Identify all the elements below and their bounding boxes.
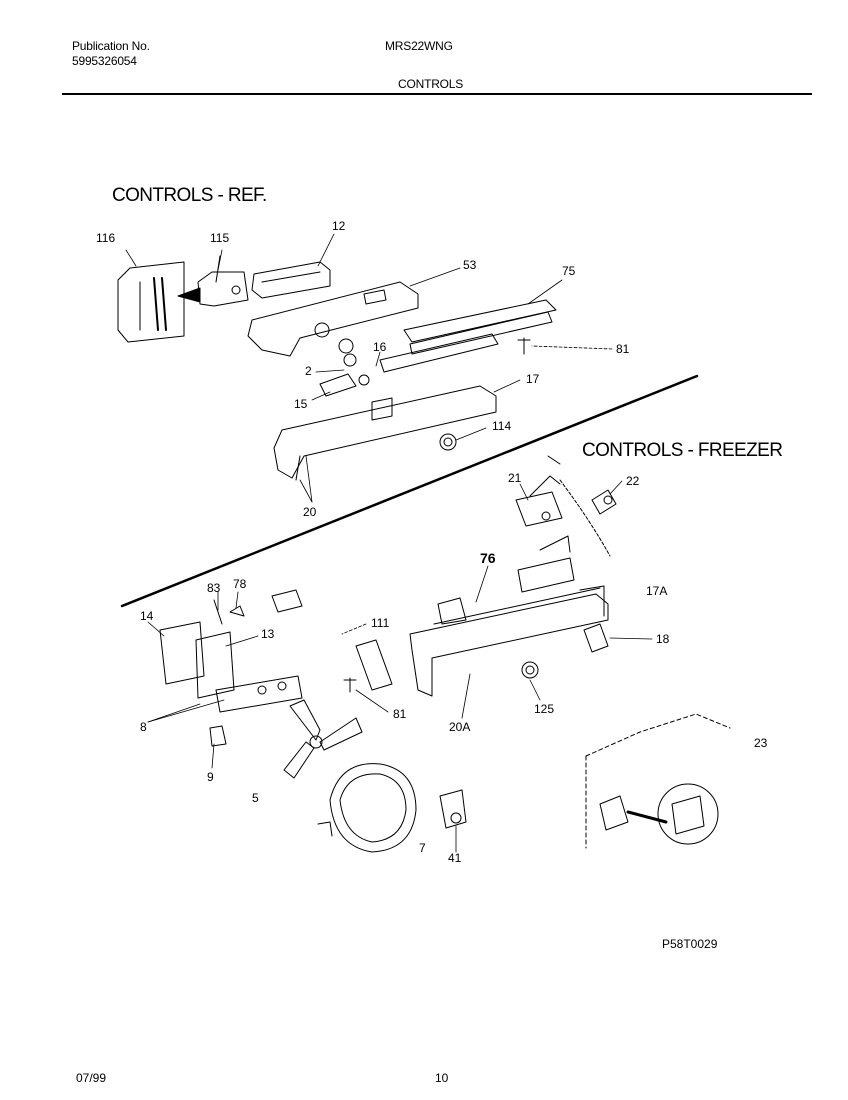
part-111-cover [271,589,303,613]
controls-ref-title: CONTROLS - REF. [112,185,267,206]
part-18-switch [583,623,609,653]
callout-83: 83 [207,581,221,595]
callout-23: 23 [754,736,768,750]
callout-114: 114 [492,419,511,433]
callout-81-freezer: 81 [393,707,407,721]
callout-13: 13 [261,627,275,641]
part-76-bracket [517,535,575,593]
callout-2: 2 [305,364,312,378]
part-17-main-housing [273,385,497,481]
part-81-screw [517,337,531,355]
part-116-panel [117,261,185,343]
part-111-duct [355,639,393,691]
part-20a-freezer-housing [409,585,609,697]
part-115-switch [177,255,249,307]
callout-21: 21 [508,471,522,485]
callout-78: 78 [233,577,247,591]
callout-7: 7 [419,841,426,855]
part-15-spring [319,373,357,397]
leader-lines [125,233,653,853]
part-75-bracket [403,299,557,355]
part-5-fan-blade [283,699,363,779]
callout-15: 15 [294,397,308,411]
callout-125: 125 [534,702,554,716]
section-title: CONTROLS [398,77,464,91]
callout-81: 81 [616,342,630,356]
publication-number: 5995326054 [72,54,137,68]
callout-labels: 116 115 12 53 75 81 16 2 15 17 114 20 21… [96,219,768,865]
part-81-screw-freezer [343,677,357,693]
controls-freezer-title: CONTROLS - FREEZER [582,440,783,461]
callout-76: 76 [480,550,496,566]
page-number: 10 [435,1071,449,1085]
part-7-fan-shroud [317,763,417,853]
part-83-screw [213,599,223,625]
part-2-knob [343,353,370,386]
callout-5: 5 [252,791,259,805]
callout-53: 53 [463,258,477,272]
figure-code: P58T0029 [662,937,718,951]
callout-111: 111 [371,616,390,630]
part-14-bracket [159,621,235,699]
callout-116: 116 [96,231,115,245]
part-53-housing [247,281,419,357]
footer-date: 07/99 [76,1071,107,1085]
callout-14: 14 [140,609,154,623]
callout-17a: 17A [646,584,667,598]
callout-22: 22 [626,474,640,488]
part-125-socket [521,661,539,679]
callout-17: 17 [526,372,540,386]
part-16-slide [379,333,499,373]
callout-20a: 20A [449,720,470,734]
part-23-cabinet [585,713,731,849]
publication-label: Publication No. [72,39,150,53]
callout-20: 20 [303,505,317,519]
callout-75: 75 [562,264,576,278]
callout-115: 115 [210,231,229,245]
callout-16: 16 [373,340,387,354]
callout-18: 18 [656,632,670,646]
callout-12: 12 [332,219,346,233]
part-12-cover [251,261,331,299]
header-rule [62,93,812,95]
part-41-motor [439,789,467,829]
part-78-clip [229,605,245,617]
part-21-thermostat [515,455,563,527]
callout-41: 41 [448,851,462,865]
callout-9: 9 [207,770,214,784]
part-114-socket [439,433,457,451]
part-8-mount [215,675,303,713]
callout-8: 8 [140,720,147,734]
model-number: MRS22WNG [385,39,453,53]
section-divider [120,374,699,608]
part-22-knob [591,489,617,515]
part-9-grommet [209,725,227,747]
